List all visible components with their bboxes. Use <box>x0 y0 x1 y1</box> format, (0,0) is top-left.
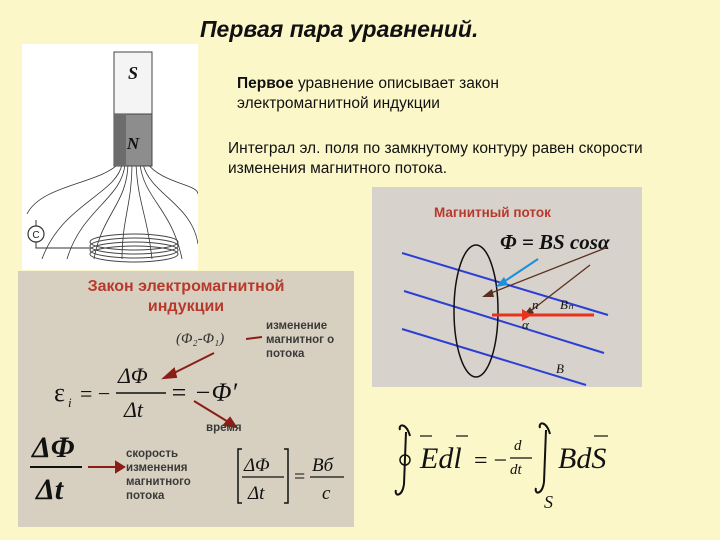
emf-equals: = − <box>80 381 110 406</box>
magnet-drawing: C S N <box>26 51 198 263</box>
pole-n-label: N <box>126 134 140 153</box>
big-dt: Δt <box>35 473 65 506</box>
maxwell-integral-equation: Edl = − d dt BdS S <box>394 422 608 512</box>
unit-dphi: ΔΦ <box>243 455 270 476</box>
induction-law-formulas: (Φ₂-Φ₁) ε i = − ΔΦ Δt = −Φ′ ΔΦ Δt ΔΦ Δt … <box>30 331 344 506</box>
integral-description: Интеграл эл. поля по замкнутому контуру … <box>228 140 643 177</box>
big-dphi: ΔΦ <box>31 431 75 464</box>
integral-frac-bottom: dt <box>510 462 523 478</box>
induction-law-panel: Закон электромагнитной индукции (Φ₂-Φ₁) … <box>18 271 354 527</box>
flux-formula: Φ = BS cosα <box>500 230 610 254</box>
b-label: B <box>556 361 564 376</box>
magnetic-flux-diagram: Φ = BS cosα n Bₙ α B <box>401 230 610 386</box>
unit-dt: Δt <box>247 483 265 504</box>
flux-derivative: = −Φ′ <box>170 378 237 407</box>
induction-law-title-line2: индукции <box>147 298 225 315</box>
integral-lhs: Edl <box>419 442 462 475</box>
first-equation-description: Первое уравнение описывает закон электро… <box>237 74 597 114</box>
first-equation-text: уравнение описывает закон электромагнитн… <box>237 75 499 112</box>
note-flux-change: изменение магнитног о потока <box>266 320 335 360</box>
integral-frac-top: d <box>514 438 522 454</box>
first-word: Первое <box>237 75 294 92</box>
magnetic-flux-title: Магнитный поток <box>434 205 551 220</box>
bn-label: Bₙ <box>560 297 574 312</box>
page-title: Первая пара уравнений. <box>200 16 479 42</box>
unit-equals: = <box>294 466 305 488</box>
magnetic-flux-panel: Магнитный поток Φ = BS cosα n Bₙ α B <box>372 187 642 387</box>
induction-law-title: Закон электромагнитной индукции <box>18 277 354 317</box>
integral-rhs: BdS <box>558 442 606 475</box>
pole-s-label: S <box>128 63 138 83</box>
induction-law-title-line1: Закон электромагнитной <box>87 278 285 295</box>
dt-denominator: Δt <box>123 397 144 422</box>
note-time: время <box>206 422 242 434</box>
note-flux-rate: скорость изменения магнитного потока <box>126 448 191 502</box>
dphi-numerator: ΔΦ <box>117 363 148 388</box>
unit-second: с <box>322 483 331 504</box>
flux-change-formula: (Φ₂-Φ₁) <box>176 331 224 347</box>
unit-weber: Вб <box>312 455 335 476</box>
magnet-illustration: C S N <box>22 44 198 270</box>
gauge-label: C <box>32 230 39 241</box>
alpha-label: α <box>522 317 530 332</box>
emf-symbol: ε <box>54 378 65 407</box>
emf-subscript: i <box>68 395 72 410</box>
integral-equals: = − <box>474 448 507 474</box>
integral-surface-sub: S <box>544 492 553 512</box>
normal-label: n <box>532 297 539 312</box>
